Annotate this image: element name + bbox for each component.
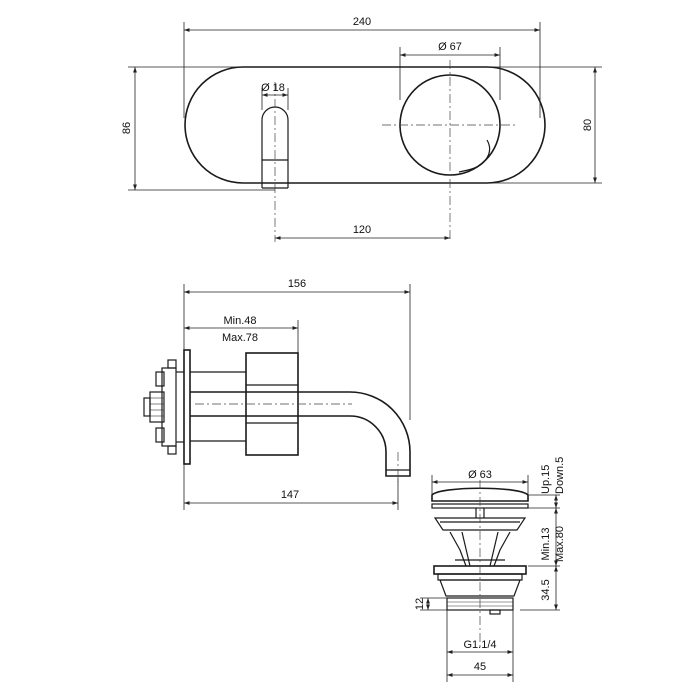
dim-80-label: 80 — [582, 119, 594, 131]
dim-12-label: 12 — [414, 598, 426, 610]
valve-body — [143, 359, 184, 455]
dim-240-label: 240 — [353, 16, 371, 28]
spout-side — [190, 391, 411, 477]
dim-down-label: Down.5 — [554, 457, 566, 494]
dim-waste-max-label: Max.80 — [554, 526, 566, 562]
dim-147-label: 147 — [281, 489, 299, 501]
waste-thread — [446, 597, 514, 611]
dim-34-5-label: 34.5 — [540, 579, 552, 600]
dim-120-label: 120 — [353, 224, 371, 236]
dim-waste-min-label: Min.13 — [540, 527, 552, 560]
front-view: 240 Ø 67 Ø 18 86 80 120 — [121, 16, 602, 242]
waste-cap — [431, 487, 529, 502]
plate-side — [183, 349, 191, 465]
dim-min-label: Min.48 — [223, 315, 256, 327]
knob-lever — [458, 139, 491, 173]
waste-view: Ø 63 Up.15 Down.5 Min.13 Max.80 34.5 12 … — [414, 457, 566, 682]
dim-63-label: Ø 63 — [468, 469, 492, 481]
waste-guide — [449, 531, 511, 567]
dim-156-label: 156 — [288, 278, 306, 290]
dim-up-label: Up.15 — [540, 465, 552, 494]
dim-86-label: 86 — [121, 122, 133, 134]
dim-thread-label: G1.1/4 — [463, 639, 496, 651]
dim-18-label: Ø 18 — [261, 82, 285, 94]
dim-45-label: 45 — [474, 661, 486, 673]
side-view: 156 Min.48 Max.78 147 — [143, 278, 411, 510]
dim-67-label: Ø 67 — [438, 41, 462, 53]
dim-max-label: Max.78 — [222, 332, 258, 344]
waste-body — [439, 579, 521, 597]
